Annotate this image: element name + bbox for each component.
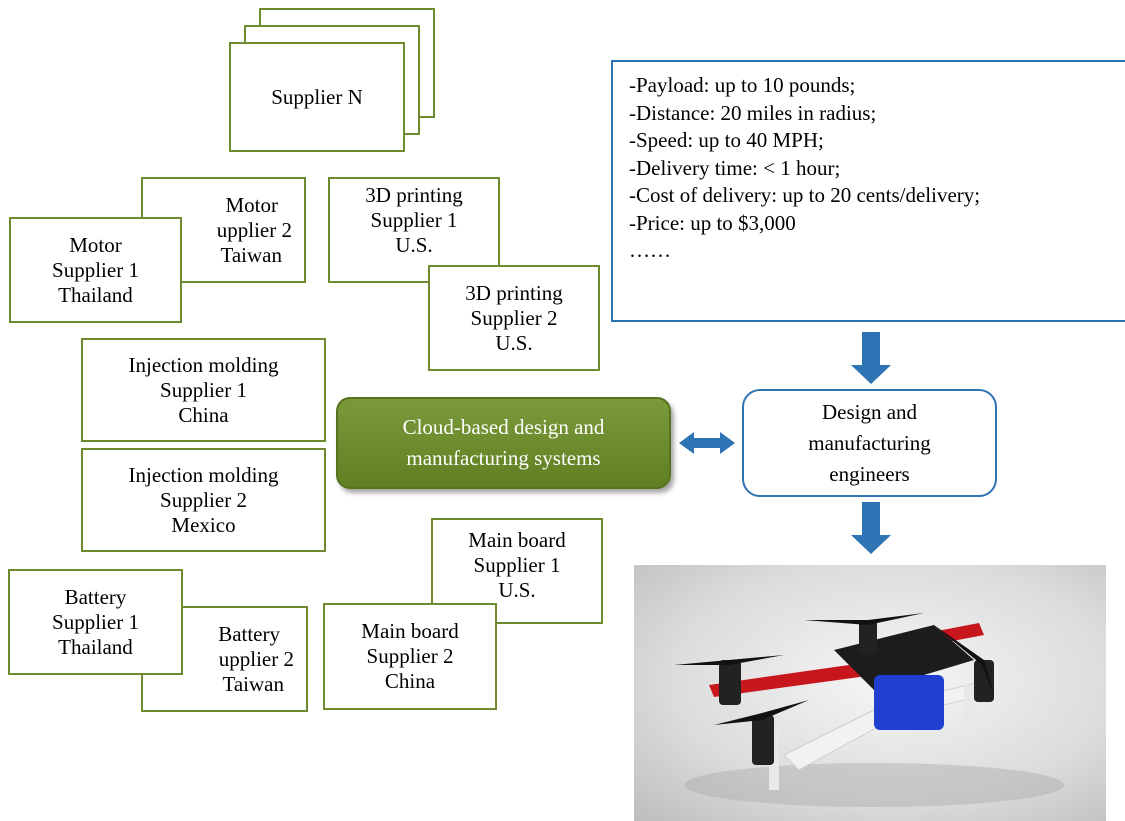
battery-supplier-1-line-3: Thailand (58, 634, 133, 659)
main-board-supplier-1-line-2: Supplier 1 (473, 553, 561, 577)
spec-line-distance: -Distance: 20 miles in radius; (629, 100, 877, 125)
main-board-supplier-2-line-3: China (384, 669, 436, 693)
3d-printing-supplier-1-line-1: 3D printing (365, 183, 463, 207)
battery-supplier-2-line-1: Battery (218, 621, 280, 646)
3d-printing-supplier-2-line-3: U.S. (495, 330, 533, 355)
motor-supplier-1-box: Motor Supplier 1 Thailand (9, 217, 182, 323)
battery-supplier-2-line-3: Taiwan (222, 671, 284, 696)
injection-molding-supplier-1-line-2: Supplier 1 (160, 377, 247, 402)
main-board-supplier-1-line-3: U.S. (498, 578, 536, 602)
battery-supplier-1-box: Battery Supplier 1 Thailand (8, 569, 183, 675)
battery-supplier-1-line-1: Battery (64, 584, 127, 609)
spec-line-speed: -Speed: up to 40 MPH; (629, 128, 824, 152)
cloud-system-line-1: Cloud-based design and (402, 415, 605, 439)
injection-molding-supplier-2-line-3: Mexico (171, 512, 236, 537)
down-arrow-icon (851, 502, 891, 554)
3d-printing-supplier-1-line-2: Supplier 1 (370, 208, 458, 232)
3d-printing-supplier-2-box: 3D printing Supplier 2 U.S. (428, 265, 600, 371)
main-board-supplier-1-line-1: Main board (468, 528, 566, 552)
spec-line-cost: -Cost of delivery: up to 20 cents/delive… (629, 183, 981, 207)
supplier-n-label: Supplier N (271, 84, 363, 109)
main-board-supplier-2-line-2: Supplier 2 (366, 644, 454, 668)
spec-line-payload: -Payload: up to 10 pounds; (629, 73, 856, 97)
battery-supplier-2-line-2: upplier 2 (218, 646, 294, 671)
motor-supplier-2-line-2: upplier 2 (216, 217, 292, 242)
injection-molding-supplier-1-box: Injection molding Supplier 1 China (81, 338, 326, 442)
injection-molding-supplier-1-line-3: China (178, 402, 229, 427)
spec-line-price: -Price: up to $3,000 (629, 210, 796, 235)
cloud-system-line-2: manufacturing systems (406, 446, 601, 470)
engineers-line-1: Design and (821, 399, 918, 424)
battery-supplier-1-line-2: Supplier 1 (52, 609, 139, 634)
3d-printing-supplier-2-line-2: Supplier 2 (470, 305, 558, 330)
injection-molding-supplier-2-line-1: Injection molding (128, 462, 279, 487)
motor-supplier-1-line-3: Thailand (58, 282, 133, 307)
motor-supplier-2-line-3: Taiwan (220, 242, 282, 267)
down-arrow-icon (851, 332, 891, 384)
3d-printing-supplier-2-line-1: 3D printing (465, 280, 563, 305)
main-board-supplier-2-box: Main board Supplier 2 China (323, 603, 497, 710)
injection-molding-supplier-1-line-1: Injection molding (128, 352, 279, 377)
spec-line-delivery-time: -Delivery time: < 1 hour; (629, 155, 841, 180)
motor-supplier-1-line-2: Supplier 1 (52, 257, 139, 282)
spec-line-ellipsis: …… (629, 238, 671, 262)
supplier-n-box: Supplier N (229, 42, 405, 152)
double-arrow-icon (679, 432, 735, 454)
engineers-line-3: engineers (829, 461, 910, 486)
motor-supplier-1-line-1: Motor (69, 232, 122, 257)
injection-molding-supplier-2-line-2: Supplier 2 (160, 487, 247, 512)
main-board-supplier-2-line-1: Main board (361, 619, 459, 643)
engineers-line-2: manufacturing (808, 430, 931, 455)
requirements-specs-box: -Payload: up to 10 pounds; -Distance: 20… (611, 60, 1125, 322)
3d-printing-supplier-1-line-3: U.S. (395, 233, 433, 257)
quadcopter-illustration (674, 613, 1064, 807)
motor-supplier-2-line-1: Motor (225, 192, 279, 217)
injection-molding-supplier-2-box: Injection molding Supplier 2 Mexico (81, 448, 326, 552)
drone-image (634, 565, 1106, 821)
cloud-system-box: Cloud-based design and manufacturing sys… (336, 397, 671, 489)
engineers-box: Design and manufacturing engineers (742, 389, 997, 497)
